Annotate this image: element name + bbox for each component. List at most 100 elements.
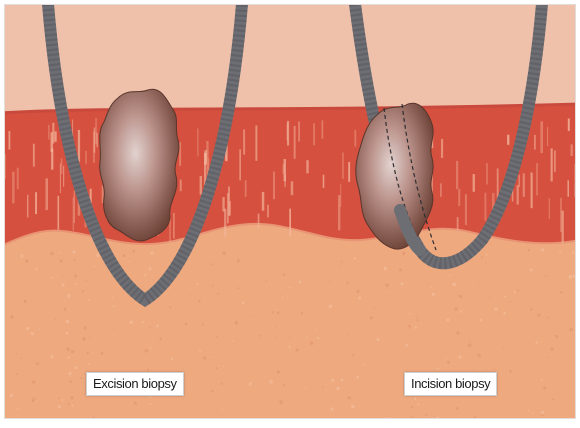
subcutis-speckle	[66, 332, 69, 335]
subcutis-speckle	[289, 337, 291, 339]
subcutis-speckle	[134, 402, 137, 405]
subcutis-speckle	[232, 340, 234, 342]
subcutis-speckle	[60, 259, 63, 262]
subcutis-speckle	[15, 353, 17, 355]
subcutis-speckle	[175, 295, 176, 296]
subcutis-speckle	[409, 313, 411, 315]
dermis-streak	[284, 159, 287, 181]
subcutis-speckle	[237, 259, 241, 263]
subcutis-speckle	[64, 300, 65, 301]
subcutis-speckle	[304, 387, 305, 388]
dermis-streak	[239, 149, 241, 180]
dermis-streak	[51, 149, 53, 170]
subcutis-speckle	[541, 414, 543, 416]
subcutis-speckle	[569, 275, 573, 279]
dermis-streak	[262, 192, 265, 211]
subcutis-speckle	[64, 308, 67, 311]
subcutis-speckle	[346, 282, 349, 285]
dermis-streak	[571, 145, 573, 157]
subcutis-speckle	[269, 380, 273, 384]
subcutis-speckle	[530, 308, 532, 310]
subcutis-speckle	[341, 379, 344, 382]
dermis-streak	[348, 162, 350, 182]
subcutis-speckle	[92, 352, 93, 353]
dermis-streak	[200, 176, 202, 195]
subcutis-speckle	[296, 349, 299, 352]
subcutis-speckle	[552, 398, 554, 400]
subcutis-speckle	[356, 376, 359, 379]
subcutis-speckle	[83, 326, 86, 329]
subcutis-speckle	[66, 320, 69, 323]
subcutis-speckle	[60, 252, 62, 254]
subcutis-speckle	[545, 275, 547, 277]
subcutis-speckle	[555, 335, 558, 338]
subcutis-speckle	[382, 262, 383, 263]
subcutis-speckle	[503, 346, 505, 348]
subcutis-speckle	[528, 410, 530, 412]
subcutis-speckle	[50, 252, 54, 256]
subcutis-speckle	[559, 250, 561, 252]
dermis-streak	[287, 121, 289, 146]
subcutis-speckle	[250, 382, 252, 384]
subcutis-speckle	[310, 342, 313, 345]
dermis-streak	[9, 131, 11, 150]
subcutis-speckle	[212, 285, 214, 287]
incision-biopsy-label: Incision biopsy	[404, 372, 497, 396]
subcutis-speckle	[238, 287, 240, 289]
subcutis-speckle	[527, 249, 530, 252]
dermis-streak	[551, 148, 553, 181]
subcutis-speckle	[216, 336, 218, 338]
subcutis-speckle	[414, 326, 417, 329]
subcutis-speckle	[370, 316, 373, 319]
subcutis-speckle	[17, 408, 19, 410]
subcutis-speckle	[101, 352, 104, 355]
dermis-streak	[562, 211, 564, 243]
subcutis-speckle	[452, 283, 456, 287]
subcutis-speckle	[503, 312, 506, 315]
dermis-streak	[229, 201, 231, 216]
subcutis-speckle	[235, 321, 238, 324]
dermis-streak	[291, 181, 294, 195]
subcutis-speckle	[69, 380, 72, 383]
dermis-streak	[465, 194, 467, 225]
subcutis-speckle	[341, 261, 343, 263]
dermis-streak	[61, 159, 63, 175]
dermis-streak	[534, 135, 536, 150]
subcutis-speckle	[196, 283, 198, 285]
dermis-streak	[179, 142, 181, 166]
subcutis-speckle	[39, 328, 41, 330]
subcutis-speckle	[551, 347, 554, 350]
subcutis-speckle	[144, 274, 146, 276]
subcutis-speckle	[317, 337, 319, 339]
dermis-streak	[342, 153, 343, 179]
subcutis-speckle	[282, 297, 284, 299]
subcutis-speckle	[58, 398, 60, 400]
dermis-streak	[255, 126, 257, 161]
subcutis-speckle	[215, 367, 217, 369]
dermis-streak	[547, 127, 548, 146]
subcutis-speckle	[259, 335, 261, 337]
subcutis-speckle	[155, 250, 157, 252]
subcutis-speckle	[74, 366, 77, 369]
dermis-streak	[519, 175, 520, 187]
subcutis-speckle	[88, 363, 90, 365]
dermis-streak	[523, 173, 525, 196]
dermis-streak	[473, 174, 475, 192]
subcutis-speckle	[468, 344, 472, 348]
subcutis-speckle	[169, 306, 171, 308]
dermis-streak	[354, 130, 356, 147]
subcutis-speckle	[149, 327, 151, 329]
subcutis-speckle	[222, 251, 226, 255]
subcutis-speckle	[149, 396, 151, 398]
dermis-streak	[456, 161, 458, 189]
subcutis-speckle	[66, 348, 70, 352]
subcutis-speckle	[75, 283, 77, 285]
subcutis-speckle	[494, 307, 497, 310]
excision-lesion	[100, 89, 179, 241]
subcutis-speckle	[347, 333, 348, 334]
subcutis-speckle	[299, 280, 302, 283]
dermis-streak	[298, 122, 299, 142]
dermis-streak	[536, 163, 538, 196]
subcutis-speckle	[275, 336, 276, 337]
subcutis-speckle	[541, 248, 544, 251]
